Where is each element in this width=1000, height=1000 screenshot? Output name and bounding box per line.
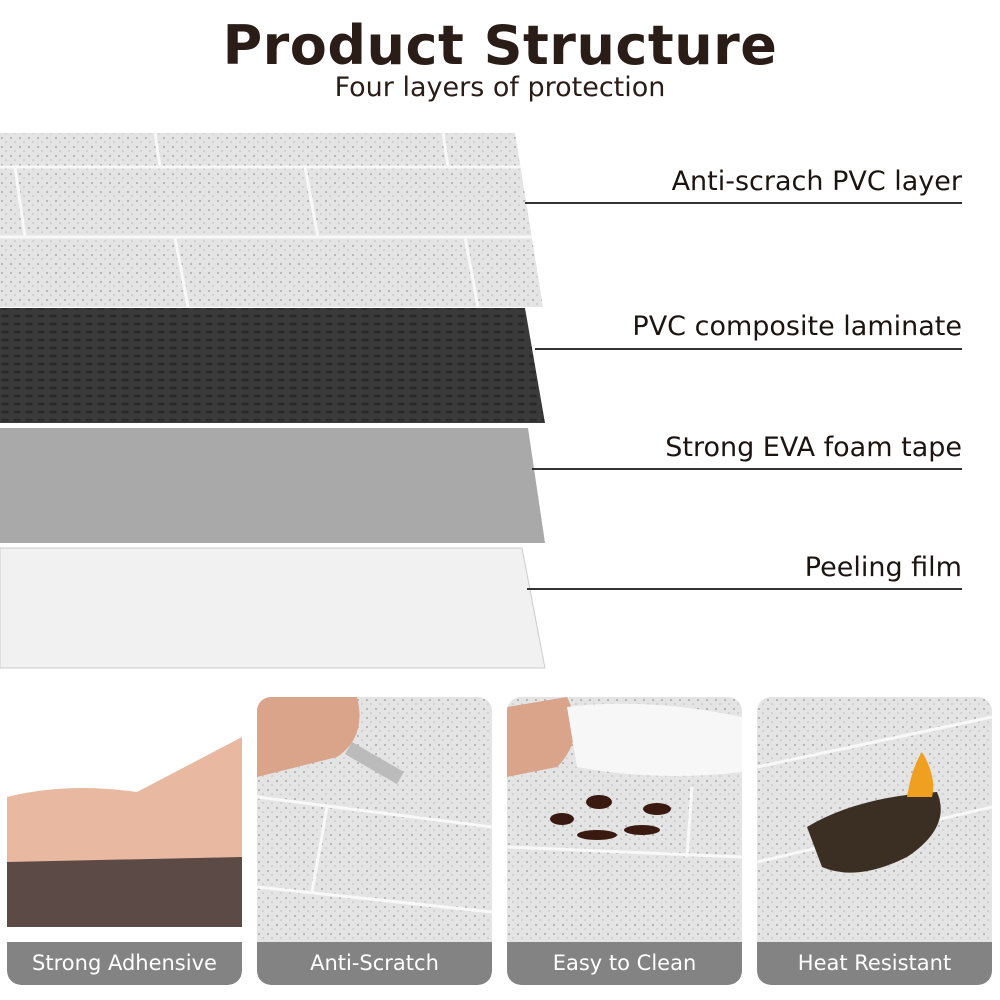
flame-icon: [907, 752, 934, 797]
feature-label: Easy to Clean: [507, 942, 742, 985]
page-title: Product Structure: [222, 14, 778, 77]
layer-label-anti-scratch: Anti-scrach PVC layer: [671, 166, 962, 197]
pvc-laminate-layer: [0, 308, 545, 423]
layer-label-eva-foam: Strong EVA foam tape: [665, 432, 962, 463]
feature-heat-resistant: Heat Resistant: [757, 697, 992, 985]
feature-label: Anti-Scratch: [257, 942, 492, 985]
layer-label-pvc-laminate: PVC composite laminate: [632, 311, 962, 342]
feature-strong-adhesive: Strong Adhensive: [7, 697, 242, 985]
eva-foam-layer: [0, 428, 545, 543]
hand-image: [257, 697, 360, 777]
layer-label-peeling-film: Peeling film: [804, 552, 962, 583]
burning-paper-image: [807, 792, 941, 873]
feature-label: Heat Resistant: [757, 942, 992, 985]
pvc-tile-layer: [0, 132, 543, 308]
key-image: [345, 742, 404, 785]
hand-image: [7, 737, 242, 862]
feature-easy-to-clean: Easy to Clean: [507, 697, 742, 985]
leader-line: [535, 348, 962, 350]
peeling-film-layer: [0, 547, 546, 669]
stain-image: [550, 795, 671, 840]
layer-stack-illustration: [0, 132, 546, 669]
leader-line: [525, 202, 962, 204]
cloth-image: [567, 703, 742, 776]
feature-label: Strong Adhensive: [7, 942, 242, 985]
feature-anti-scratch: Anti-Scratch: [257, 697, 492, 985]
page-subtitle: Four layers of protection: [334, 72, 666, 103]
hand-image: [507, 697, 575, 777]
leader-line: [532, 468, 962, 470]
leader-line: [527, 588, 962, 590]
